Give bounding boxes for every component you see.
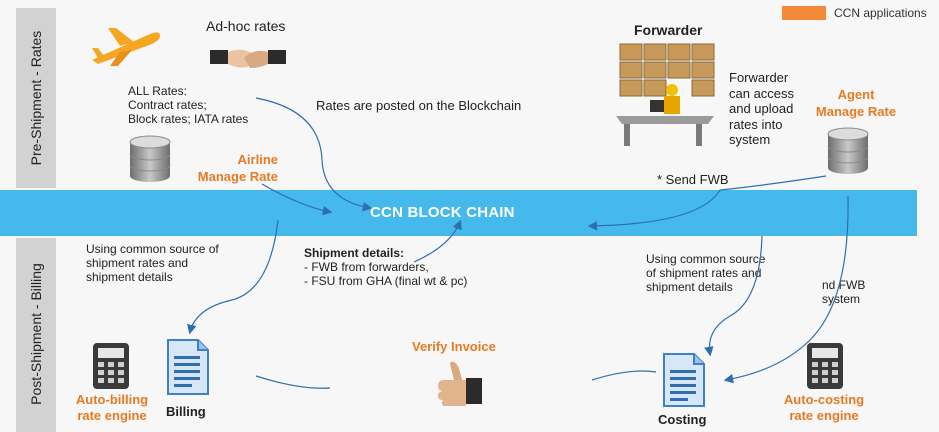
costing-label: Costing xyxy=(658,412,707,427)
forwarder-desc-line: Forwarder xyxy=(729,70,789,85)
costing-document-icon xyxy=(663,353,705,407)
common-source-right-line: shipment details xyxy=(646,280,733,294)
legend-swatch xyxy=(782,6,826,20)
billing-document-icon xyxy=(167,339,209,395)
shipment-details-item: - FWB from forwarders, xyxy=(304,260,429,274)
ccn-blockchain-label: CCN BLOCK CHAIN xyxy=(370,204,515,221)
arrow-details-to-chain xyxy=(413,219,462,263)
auto-costing-line: Auto-costing xyxy=(783,392,865,407)
common-source-left: Using common source of shipment rates an… xyxy=(86,242,219,284)
forwarder-desc-line: system xyxy=(729,132,771,147)
arrow-fwb-to-costing xyxy=(723,195,849,384)
arrow-verify-costing xyxy=(591,370,657,381)
forwarder-desc-line: can access xyxy=(729,85,795,101)
agent-manage-rate-line: Agent xyxy=(837,87,875,102)
auto-costing-label: Auto-costing rate engine xyxy=(774,392,874,424)
airplane-icon xyxy=(92,28,160,66)
airline-manage-rate-label: Airline Manage Rate xyxy=(190,151,278,185)
shipment-details-item: - FSU from GHA (final wt & pc) xyxy=(304,274,468,288)
airline-manage-rate-line: Airline xyxy=(237,152,278,167)
auto-billing-line: rate engine xyxy=(77,408,147,423)
common-source-right-line: Using common source xyxy=(646,252,766,266)
legend-label: CCN applications xyxy=(834,6,927,20)
handshake-icon xyxy=(210,49,286,68)
post-shipment-band xyxy=(16,238,56,432)
auto-billing-label: Auto-billing rate engine xyxy=(66,392,158,424)
common-source-left-line: shipment rates and xyxy=(86,256,189,270)
agent-manage-rate-label: Agent Manage Rate xyxy=(808,86,904,120)
forwarder-desc-line: rates into xyxy=(729,116,783,132)
forwarder-desc-line: and upload xyxy=(729,101,794,116)
forwarder-office-icon xyxy=(616,43,715,146)
forwarder-title: Forwarder xyxy=(634,22,703,38)
common-source-right-line: of shipment rates and xyxy=(646,266,762,280)
arrow-chain-to-costing xyxy=(704,235,763,357)
airline-manage-rate-line: Manage Rate xyxy=(197,169,278,184)
agent-database-icon xyxy=(827,127,869,174)
adhoc-rates-label: Ad-hoc rates xyxy=(206,18,286,34)
send-fwb-label: * Send FWB xyxy=(657,172,729,187)
verify-invoice-label: Verify Invoice xyxy=(412,339,496,354)
agent-manage-rate-line: Manage Rate xyxy=(815,104,897,119)
pre-shipment-band xyxy=(16,8,56,188)
shipment-details-title: Shipment details: xyxy=(304,246,405,260)
airline-database-icon xyxy=(129,135,171,182)
thumbs-up-icon xyxy=(437,361,482,406)
arrow-chain-to-billing xyxy=(187,219,279,335)
auto-billing-line: Auto-billing xyxy=(75,392,149,407)
forwarder-desc: Forwarder can access and upload rates in… xyxy=(729,70,794,148)
fwb-system-line: nd FWB xyxy=(822,278,866,292)
all-rates-line: ALL Rates: xyxy=(128,84,187,98)
arrow-agent-to-chain xyxy=(587,175,827,231)
common-source-left-line: shipment details xyxy=(86,270,173,284)
rates-posted-label: Rates are posted on the Blockchain xyxy=(316,98,522,113)
fwb-system-line: system xyxy=(822,292,861,306)
common-source-left-line: Using common source of xyxy=(86,242,219,256)
all-rates-line: Block rates; IATA rates xyxy=(128,112,249,126)
all-rates-line: Contract rates; xyxy=(128,98,207,112)
auto-costing-line: rate engine xyxy=(789,408,859,423)
billing-label: Billing xyxy=(166,404,206,419)
arrow-airline-to-chain xyxy=(261,183,333,216)
shipment-details: Shipment details: - FWB from forwarders,… xyxy=(304,246,467,288)
arrow-billing-verify xyxy=(255,375,331,389)
calculator-icon xyxy=(93,343,129,389)
fwb-system-text: nd FWB system xyxy=(822,278,865,306)
all-rates-text: ALL Rates: Contract rates; Block rates; … xyxy=(128,84,248,126)
arrow-rates-to-chain xyxy=(255,97,373,212)
calculator-icon xyxy=(807,343,843,389)
common-source-right: Using common source of shipment rates an… xyxy=(646,252,765,294)
